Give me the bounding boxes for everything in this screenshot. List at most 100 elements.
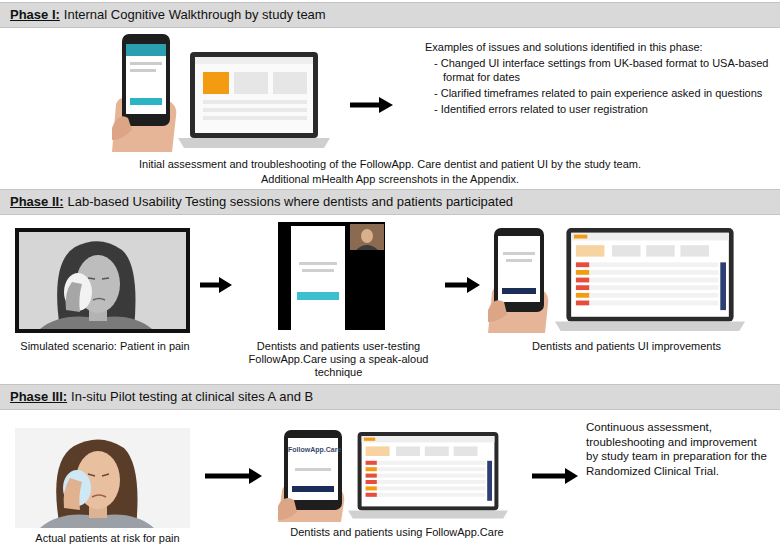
step-panel: Dentists and patients user-testing Follo…: [232, 226, 445, 380]
phone-in-hand-part: [284, 430, 342, 510]
phone-in-hand-part: [292, 486, 334, 492]
phone-in-hand-part: [130, 69, 156, 72]
text-group: Examples of issues and solutions identif…: [425, 40, 770, 116]
phone-in-hand-part: [126, 44, 166, 56]
phone-in-hand-part: [494, 228, 544, 312]
arrow-shaft: [445, 283, 468, 288]
phase-band: Phase III: In-situ Pilot testing at clini…: [0, 384, 780, 410]
list-heading: Examples of issues and solutions identif…: [425, 40, 770, 54]
laptop-dashboard-part: [203, 108, 307, 112]
phase-title: In-situ Pilot testing at clinical sites …: [71, 389, 313, 404]
patient-photo-part: [93, 299, 105, 301]
patient-photo-part: [15, 228, 190, 333]
laptop-dashboard-part: [203, 72, 229, 94]
step-caption: Actual patients at risk for pain: [10, 532, 205, 545]
list-item: - Changed UI interface settings from UK-…: [425, 56, 770, 84]
phone-in-hand-part: [112, 116, 132, 140]
arrow-head: [219, 277, 232, 293]
step-caption: Dentists and patients UI improvements: [480, 340, 773, 353]
list-item: - Identified errors related to user regi…: [425, 102, 770, 116]
arrow-head: [565, 468, 578, 484]
text-group: Initial assessment and troubleshooting o…: [60, 157, 720, 187]
phone-in-hand-part: [130, 98, 162, 105]
usability-screenshot-part: [299, 262, 337, 265]
arrow-head: [249, 468, 262, 484]
step-panel: Dentists and patients using FollowApp.Ca…: [262, 426, 532, 539]
note-text: Continuous assessment, troubleshooting a…: [586, 420, 769, 479]
laptop-dashboard-part: [234, 72, 268, 94]
step-caption: Dentists and patients user-testing Follo…: [232, 340, 445, 380]
patient-photo: [15, 228, 190, 333]
phase-band: Phase I: Internal Cognitive Walkthrough b…: [0, 2, 780, 28]
app-logo: FollowApp.Care: [288, 446, 338, 454]
arrow-shaft: [532, 474, 566, 479]
patient-photo-part: [88, 474, 109, 476]
flow-arrow: [205, 468, 262, 484]
laptop-dashboard-part: [203, 116, 307, 120]
phone-in-hand-part: [278, 498, 297, 520]
patient-photo-part: [56, 439, 137, 528]
usability-screenshot-part: [356, 245, 378, 250]
usability-screenshot-part: [278, 222, 385, 330]
patient-photo-part: [57, 241, 135, 329]
arrow-shaft: [205, 474, 250, 479]
phase-caption: Initial assessment and troubleshooting o…: [60, 157, 720, 172]
phone-in-hand-part: [506, 259, 532, 262]
phase-caption: Additional mHealth App screenshots in th…: [60, 172, 720, 187]
phone-in-hand-part: [502, 288, 536, 294]
usability-screenshot-part: [291, 226, 345, 330]
phone-in-hand-part: [503, 252, 535, 255]
laptop-dashboard: [348, 432, 508, 518]
step-panel: Actual patients at risk for pain: [10, 426, 205, 545]
laptop-dashboard-part: [273, 72, 307, 94]
phone-in-hand-part: [288, 438, 338, 500]
laptop-dashboard-part: [195, 57, 313, 133]
phone-in-hand: [112, 34, 176, 152]
patient-photo-part: [19, 232, 186, 329]
list-item: - Clarified timeframes related to pain e…: [425, 86, 770, 100]
phase-number: Phase III:: [10, 389, 67, 404]
phone-in-hand-part: [122, 34, 170, 126]
flow-arrow: [350, 97, 393, 113]
step-caption: Dentists and patients using FollowApp.Ca…: [262, 526, 532, 539]
usability-screenshot-part: [350, 224, 384, 250]
step-panel: Simulated scenario: Patient in pain: [10, 226, 200, 353]
patient-photo: [15, 428, 190, 528]
laptop-dashboard-part: [203, 100, 307, 104]
patient-photo-part: [64, 273, 92, 311]
phase-number: Phase II:: [10, 194, 63, 209]
laptop-dashboard-part: [178, 138, 330, 148]
flow-arrow: [445, 277, 480, 293]
phone-in-hand-part: [130, 62, 162, 65]
patient-photo-part: [15, 428, 190, 528]
usability-screenshot-part: [297, 292, 339, 300]
phone-in-hand-part: [498, 236, 540, 302]
phase-number: Phase I:: [10, 7, 60, 22]
phone-in-hand-part: [488, 300, 507, 322]
patient-photo-part: [66, 282, 82, 312]
patient-photo-part: [88, 278, 109, 279]
phase-title: Internal Cognitive Walkthrough by study …: [64, 7, 326, 22]
laptop-dashboard-part: [195, 57, 313, 64]
usability-screenshot-part: [302, 269, 334, 272]
flow-arrow-part: [379, 97, 393, 113]
step-caption: Simulated scenario: Patient in pain: [10, 340, 200, 353]
phone-in-hand: [488, 228, 548, 333]
patient-photo-part: [92, 495, 106, 497]
phone-in-hand-part: [295, 468, 331, 471]
laptop-dashboard: [178, 52, 330, 148]
phase-title: Lab-based Usability Testing sessions whe…: [67, 194, 513, 209]
text-group: FollowApp.Care: [288, 446, 338, 454]
arrow-head: [467, 277, 480, 293]
phase-band: Phase II: Lab-based Usability Testing ses…: [0, 189, 780, 215]
flow-arrow: [532, 468, 578, 484]
text-box: Continuous assessment, troubleshooting a…: [578, 418, 773, 481]
laptop-dashboard-part: [190, 52, 318, 138]
phone-in-hand: [278, 430, 344, 522]
flow-arrow-part: [350, 103, 380, 108]
laptop-dashboard: [555, 228, 745, 331]
flow-arrow: [200, 277, 232, 293]
step-panel: Dentists and patients UI improvements: [480, 226, 773, 353]
arrow-shaft: [200, 283, 220, 288]
